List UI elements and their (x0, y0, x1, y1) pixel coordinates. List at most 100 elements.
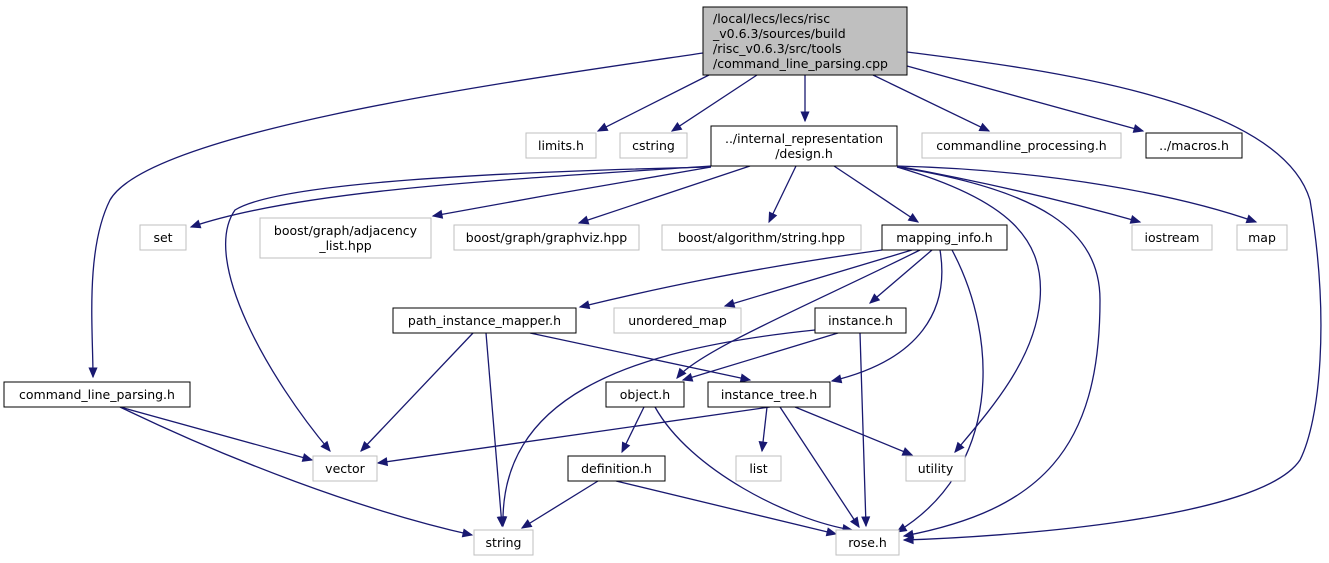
arrowhead-design-to-iostream (1129, 215, 1142, 224)
edge-pim-to-vector (360, 332, 474, 452)
arrowhead-instance-to-object (681, 372, 694, 382)
edge-design-to-vector (225, 166, 712, 452)
edge-design-to-map (896, 165, 1257, 223)
node-box-instance (814, 307, 907, 334)
node-pim[interactable]: path_instance_mapper.h (392, 307, 577, 334)
node-label-definition: definition.h (581, 461, 652, 476)
arrowhead-mapinfo-to-instance (869, 293, 881, 304)
node-box-cstring (619, 132, 688, 159)
arrowhead-mapinfo-to-umap (723, 298, 736, 308)
node-box-macros (1145, 132, 1243, 159)
node-box-list (735, 455, 782, 482)
node-box-algostr (661, 224, 862, 251)
edge-design-to-algostr (768, 165, 797, 223)
arrowhead-object-to-definition (621, 441, 631, 454)
arrowhead-design-to-adjlist (431, 209, 444, 219)
arrowhead-itree-to-vector (376, 457, 389, 467)
node-label-macros: ../macros.h (1159, 138, 1229, 153)
edge-root-to-clp (91, 52, 704, 378)
node-label-design-line-1: ../internal_representation (725, 131, 883, 146)
arrowhead-root-to-design (800, 111, 810, 123)
node-object[interactable]: object.h (605, 381, 685, 408)
node-label-utility: utility (918, 461, 954, 476)
node-label-limits: limits.h (538, 138, 584, 153)
edge-design-to-set (190, 165, 712, 228)
edge-itree-to-rose (779, 406, 860, 528)
node-itree[interactable]: instance_tree.h (707, 381, 831, 408)
node-algostr: boost/algorithm/string.hpp (661, 224, 862, 251)
node-macros[interactable]: ../macros.h (1145, 132, 1243, 159)
node-box-string (473, 529, 534, 556)
node-label-mapinfo: mapping_info.h (896, 230, 992, 245)
node-box-iostream (1131, 224, 1213, 251)
node-box-rose (835, 529, 900, 556)
arrowhead-design-to-mapinfo (907, 212, 920, 223)
node-adjlist: boost/graph/adjacency_list.hpp (259, 217, 432, 259)
edge-itree-to-utility (794, 406, 913, 456)
arrowhead-pim-to-itree (739, 373, 752, 383)
edge-clp-to-string (119, 406, 473, 536)
edge-object-to-rose (654, 406, 853, 531)
arrowhead-root-to-macros (1132, 124, 1145, 133)
edge-design-to-iostream (896, 165, 1141, 223)
node-instance[interactable]: instance.h (814, 307, 907, 334)
node-label-list: list (749, 461, 767, 476)
node-box-definition (567, 455, 666, 482)
node-box-map (1236, 224, 1288, 251)
node-label-map: map (1248, 230, 1276, 245)
edge-design-to-rose (896, 166, 1101, 537)
node-box-adjlist (259, 217, 432, 259)
nodes-layer: /local/lecs/lecs/risc_v0.6.3/sources/bui… (3, 6, 1288, 556)
arrowhead-mapinfo-to-object (676, 367, 687, 379)
node-root[interactable]: /local/lecs/lecs/risc_v0.6.3/sources/bui… (702, 6, 908, 76)
edges-layer (88, 51, 1322, 545)
node-design[interactable]: ../internal_representation/design.h (710, 125, 898, 167)
arrowhead-definition-to-string (520, 519, 533, 529)
edge-mapinfo-to-pim (579, 249, 883, 308)
node-box-set (139, 224, 187, 251)
edge-mapinfo-to-object (676, 249, 921, 379)
edge-pim-to-itree (529, 332, 751, 381)
arrowhead-instance-to-string (498, 516, 508, 528)
arrowhead-itree-to-rose (849, 516, 860, 529)
node-iostream: iostream (1131, 224, 1213, 251)
node-label-cstring: cstring (632, 138, 675, 153)
node-box-utility (905, 455, 966, 482)
node-box-limits (525, 132, 597, 159)
node-label-root-line-3: /risc_v0.6.3/src/tools (713, 41, 842, 56)
node-label-umap: unordered_map (628, 313, 727, 328)
edge-pim-to-string (485, 332, 503, 527)
node-set: set (139, 224, 187, 251)
node-box-clp (3, 381, 191, 408)
node-label-adjlist-line-2: _list.hpp (318, 238, 371, 253)
edge-design-to-graphviz (578, 165, 751, 224)
edge-mapinfo-to-rose (896, 249, 984, 533)
node-label-pim: path_instance_mapper.h (408, 313, 561, 328)
node-label-clproc: commandline_processing.h (936, 138, 1106, 153)
node-string: string (473, 529, 534, 556)
node-label-object: object.h (620, 387, 670, 402)
arrowhead-design-to-rose (902, 529, 915, 539)
node-label-iostream: iostream (1145, 230, 1200, 245)
node-box-umap (613, 307, 742, 334)
arrowhead-pim-to-vector (360, 440, 371, 452)
arrowhead-root-to-limits (596, 122, 609, 132)
arrowhead-design-to-graphviz (577, 215, 590, 225)
edge-instance-to-string (502, 329, 816, 527)
node-definition[interactable]: definition.h (567, 455, 666, 482)
arrowhead-clp-to-string (461, 528, 474, 538)
node-clp[interactable]: command_line_parsing.h (3, 381, 191, 408)
node-box-mapinfo (881, 224, 1008, 251)
node-label-vector: vector (325, 461, 366, 476)
arrowhead-root-to-cstring (670, 121, 683, 132)
node-mapinfo[interactable]: mapping_info.h (881, 224, 1008, 251)
node-vector: vector (312, 455, 378, 482)
arrowhead-itree-to-utility (901, 447, 914, 456)
node-box-pim (392, 307, 577, 334)
node-label-design-line-2: /design.h (775, 146, 833, 161)
node-label-rose: rose.h (848, 535, 887, 550)
arrowhead-design-to-map (1245, 214, 1258, 224)
arrowhead-design-to-set (189, 219, 202, 229)
node-label-root-line-2: _v0.6.3/sources/build (712, 26, 846, 41)
